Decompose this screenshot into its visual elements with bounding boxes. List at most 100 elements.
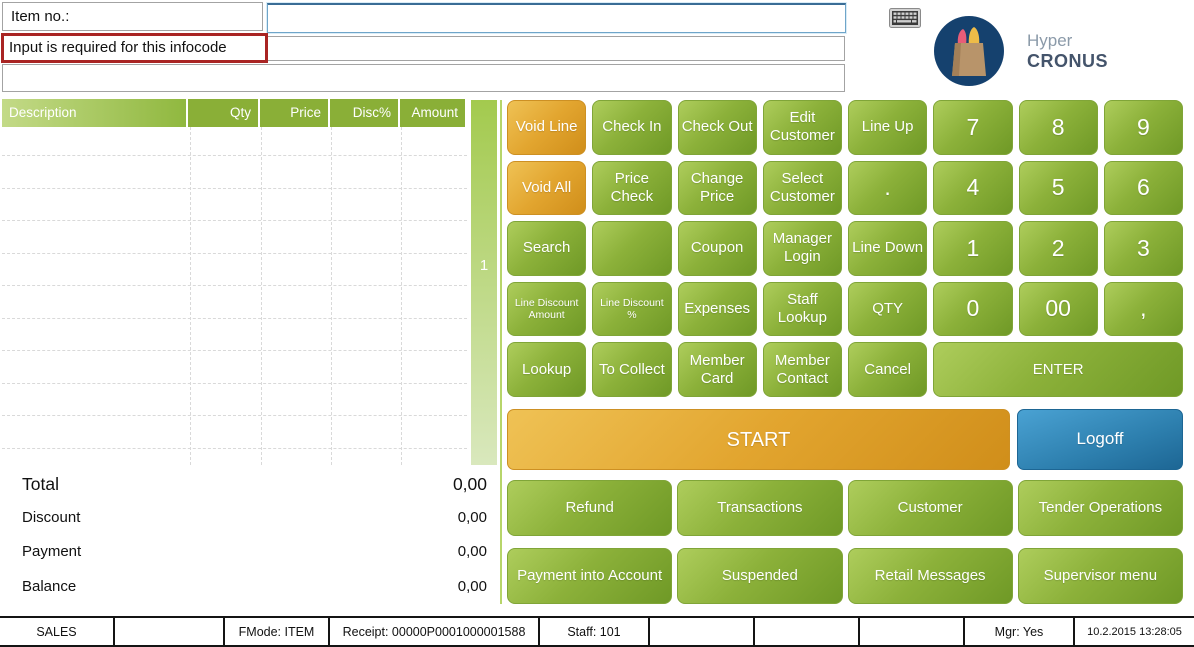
button-lookup[interactable]: Lookup (507, 342, 587, 397)
button-edit-customer[interactable]: Edit Customer (762, 100, 842, 155)
button-manager-login[interactable]: Manager Login (762, 221, 842, 276)
total-row-discount: Discount 0,00 (22, 509, 487, 526)
button-supervisor-menu[interactable]: Supervisor menu (1017, 548, 1183, 604)
button-select-customer[interactable]: Select Customer (762, 160, 842, 216)
button-retail-messages[interactable]: Retail Messages (847, 548, 1013, 604)
button-expenses[interactable]: Expenses (677, 281, 757, 337)
button-6[interactable]: 6 (1103, 160, 1183, 216)
button-suspended[interactable]: Suspended (677, 548, 843, 604)
total-value: 0,00 (457, 543, 487, 560)
grid-row-line (2, 187, 467, 189)
logoff-button[interactable]: Logoff (1017, 409, 1183, 470)
total-label: Total (22, 474, 59, 494)
panel-divider (500, 100, 502, 604)
grid-row-line (2, 415, 467, 416)
button-member-contact[interactable]: Member Contact (762, 342, 842, 397)
status-cell-mode: SALES (0, 618, 115, 645)
button-coupon[interactable]: Coupon (677, 221, 757, 276)
grid-row-line (2, 382, 467, 384)
button-void-line[interactable]: Void Line (507, 100, 587, 155)
button-4[interactable]: 4 (933, 160, 1013, 216)
button-line-discount[interactable]: Line Discount % (592, 281, 672, 337)
total-row-balance: Balance 0,00 (22, 578, 487, 595)
button-to-collect[interactable]: To Collect (592, 342, 672, 397)
page-indicator: 1 (479, 256, 489, 274)
keyboard-icon[interactable] (889, 8, 921, 28)
button-00[interactable]: 00 (1018, 281, 1098, 337)
button-qty[interactable]: QTY (848, 281, 928, 337)
item-no-label: Item no.: (2, 2, 263, 31)
grid-row-line (2, 252, 467, 254)
brand-name-bottom: CRONUS (1027, 50, 1109, 71)
button-line-discount-amount[interactable]: Line Discount Amount (507, 281, 587, 337)
grid-column-line (401, 127, 402, 465)
button-cancel[interactable]: Cancel (848, 342, 928, 397)
status-cell-staff: Staff: 101 (540, 618, 650, 645)
button-search[interactable]: Search (507, 221, 587, 276)
infocode-error-message: Input is required for this infocode (1, 33, 268, 63)
total-value: 0,00 (457, 578, 487, 595)
total-row-total: Total 0,00 (22, 474, 487, 495)
grid-column-line (190, 127, 191, 465)
status-cell-slot-3 (755, 618, 860, 645)
button-1[interactable]: 1 (933, 221, 1013, 276)
status-cell-manager: Mgr: Yes (965, 618, 1075, 645)
grid-row-line (2, 317, 467, 319)
column-header-amount: Amount (400, 99, 465, 127)
button-blank[interactable] (592, 221, 672, 276)
button-line-down[interactable]: Line Down (848, 221, 928, 276)
receipt-grid-body (2, 127, 467, 465)
button-enter[interactable]: ENTER (933, 342, 1183, 397)
status-cell-slot-2 (650, 618, 755, 645)
button-member-card[interactable]: Member Card (677, 342, 757, 397)
status-cell-fmode: FMode: ITEM (225, 618, 330, 645)
button-5[interactable]: 5 (1018, 160, 1098, 216)
status-cell-receipt: Receipt: 00000P0001000001588 (330, 618, 540, 645)
grid-row-line (2, 447, 467, 449)
total-value: 0,00 (452, 474, 487, 494)
total-label: Discount (22, 509, 81, 526)
button-7[interactable]: 7 (933, 100, 1013, 155)
column-header-disc: Disc% (330, 99, 398, 127)
message-line-field (2, 64, 845, 92)
button-decimal-point[interactable]: . (848, 160, 928, 216)
button-comma[interactable]: , (1103, 281, 1183, 337)
grocery-bag-icon (934, 16, 1004, 86)
button-tender-operations[interactable]: Tender Operations (1017, 480, 1183, 536)
button-9[interactable]: 9 (1103, 100, 1183, 155)
button-void-all[interactable]: Void All (507, 160, 587, 216)
brand-logo: Hyper CRONUS (933, 16, 1183, 86)
status-cell-datetime: 10.2.2015 13:28:05 (1087, 625, 1182, 638)
brand-name-top: Hyper (1027, 30, 1073, 50)
column-header-qty: Qty (188, 99, 258, 127)
grid-column-line (261, 127, 262, 465)
grid-column-line (331, 127, 332, 465)
button-staff-lookup[interactable]: Staff Lookup (762, 281, 842, 337)
button-0[interactable]: 0 (933, 281, 1013, 337)
button-line-up[interactable]: Line Up (848, 100, 928, 155)
total-value: 0,00 (457, 509, 487, 526)
button-2[interactable]: 2 (1018, 221, 1098, 276)
button-refund[interactable]: Refund (507, 480, 673, 536)
button-change-price[interactable]: Change Price (677, 160, 757, 216)
button-3[interactable]: 3 (1103, 221, 1183, 276)
item-no-input[interactable] (267, 3, 846, 33)
grid-row-line (2, 155, 467, 156)
receipt-grid-scrollbar[interactable]: 1 (471, 100, 497, 465)
button-8[interactable]: 8 (1018, 100, 1098, 155)
start-button[interactable]: START (507, 409, 1010, 470)
button-payment-into-account[interactable]: Payment into Account (507, 548, 673, 604)
button-transactions[interactable]: Transactions (677, 480, 843, 536)
button-customer[interactable]: Customer (847, 480, 1013, 536)
button-check-out[interactable]: Check Out (677, 100, 757, 155)
total-label: Balance (22, 578, 77, 595)
column-header-price: Price (260, 99, 328, 127)
grid-row-line (2, 220, 467, 221)
button-check-in[interactable]: Check In (592, 100, 672, 155)
button-price-check[interactable]: Price Check (592, 160, 672, 216)
grid-row-line (2, 285, 467, 286)
